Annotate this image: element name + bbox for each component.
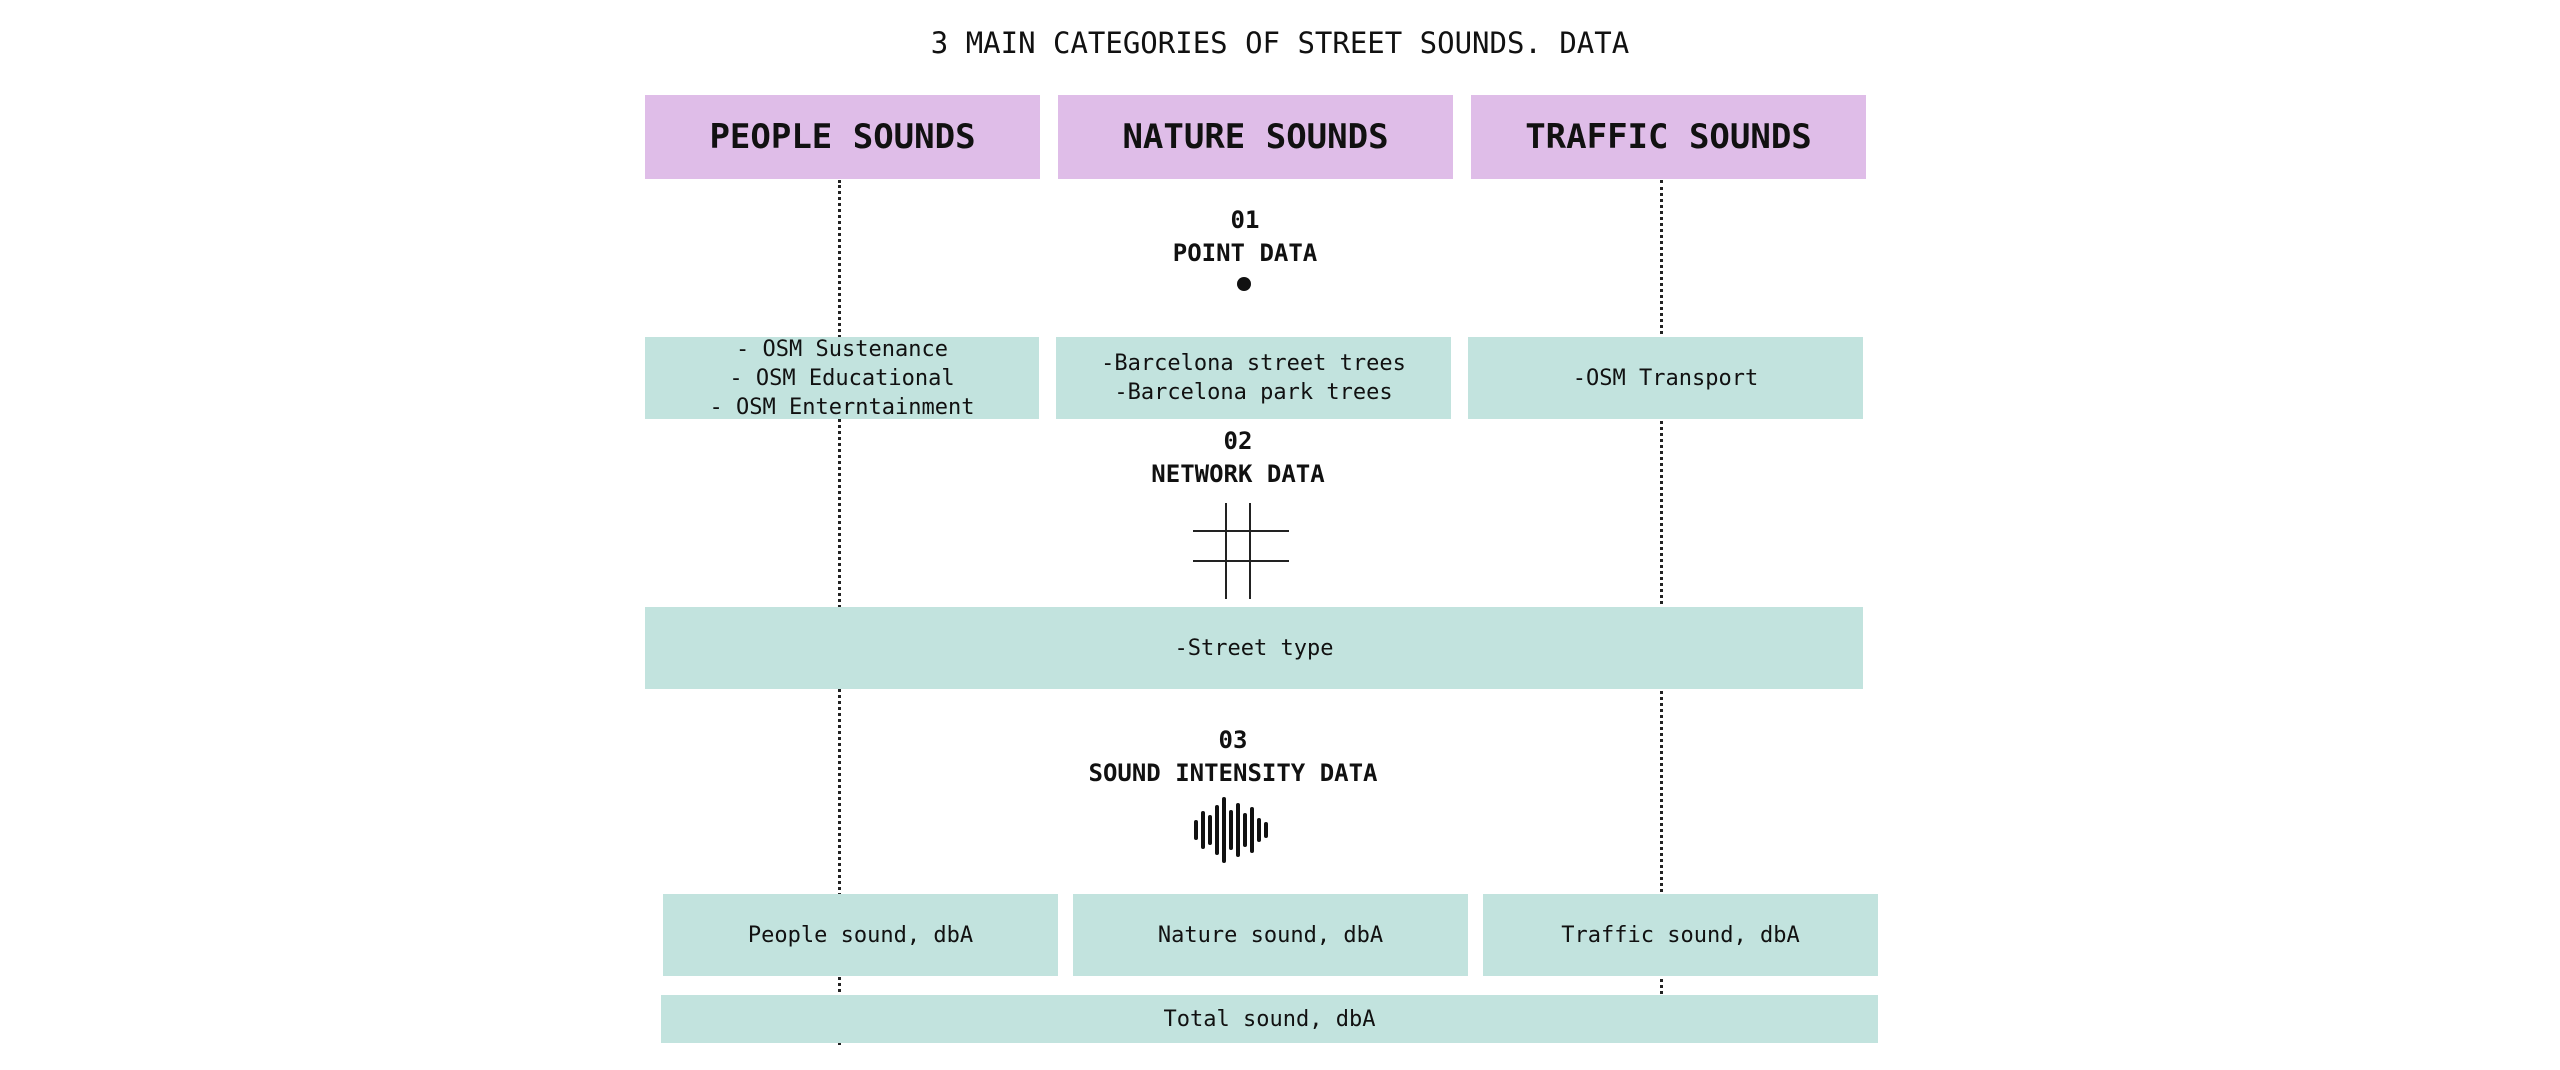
list-item: -Barcelona street trees bbox=[1101, 351, 1406, 376]
box-text: -Street type bbox=[1174, 635, 1334, 661]
step-label: SOUND INTENSITY DATA bbox=[1088, 759, 1378, 787]
step-label: NETWORK DATA bbox=[1151, 460, 1325, 488]
list-item: - OSM Enterntainment bbox=[709, 394, 975, 420]
step-number: 03 bbox=[1218, 726, 1248, 754]
traffic-point-data-box: -OSM Transport bbox=[1468, 337, 1863, 419]
step-label: POINT DATA bbox=[1172, 239, 1318, 267]
step-01: 01 POINT DATA bbox=[1095, 204, 1395, 270]
list-item: - OSM Sustenance bbox=[736, 336, 948, 362]
nature-point-data-box: -Barcelona street trees -Barcelona park … bbox=[1056, 337, 1451, 419]
grid-icon bbox=[1193, 503, 1289, 599]
traffic-connector-line bbox=[1660, 180, 1663, 1000]
street-type-box: -Street type bbox=[645, 607, 1863, 689]
traffic-sounds-header: TRAFFIC SOUNDS bbox=[1471, 95, 1866, 179]
step-number: 01 bbox=[1230, 206, 1260, 234]
list-item: - OSM Educational bbox=[729, 365, 955, 391]
step-number: 02 bbox=[1223, 427, 1253, 455]
traffic-sound-box: Traffic sound, dbA bbox=[1483, 894, 1878, 976]
people-sounds-header: PEOPLE SOUNDS bbox=[645, 95, 1040, 179]
people-point-data-box: - OSM Sustenance - OSM Educational - OSM… bbox=[645, 336, 1039, 420]
diagram-title: 3 MAIN CATEGORIES OF STREET SOUNDS. DATA bbox=[930, 26, 1630, 60]
total-sound-box: Total sound, dbA bbox=[661, 995, 1878, 1043]
nature-sounds-header: NATURE SOUNDS bbox=[1058, 95, 1453, 179]
box-text: Total sound, dbA bbox=[1163, 1006, 1376, 1032]
nature-sound-box: Nature sound, dbA bbox=[1073, 894, 1468, 976]
list-item: -OSM Transport bbox=[1572, 365, 1759, 391]
sound-wave-icon bbox=[1194, 797, 1268, 863]
box-text: People sound, dbA bbox=[747, 922, 974, 948]
box-text: Nature sound, dbA bbox=[1157, 922, 1384, 948]
step-02: 02 NETWORK DATA bbox=[1088, 425, 1388, 491]
list-item: -Barcelona park trees bbox=[1114, 380, 1393, 405]
box-text: Traffic sound, dbA bbox=[1561, 922, 1800, 948]
dot-icon bbox=[1237, 277, 1251, 291]
step-03: 03 SOUND INTENSITY DATA bbox=[1083, 724, 1383, 790]
people-sound-box: People sound, dbA bbox=[663, 894, 1058, 976]
